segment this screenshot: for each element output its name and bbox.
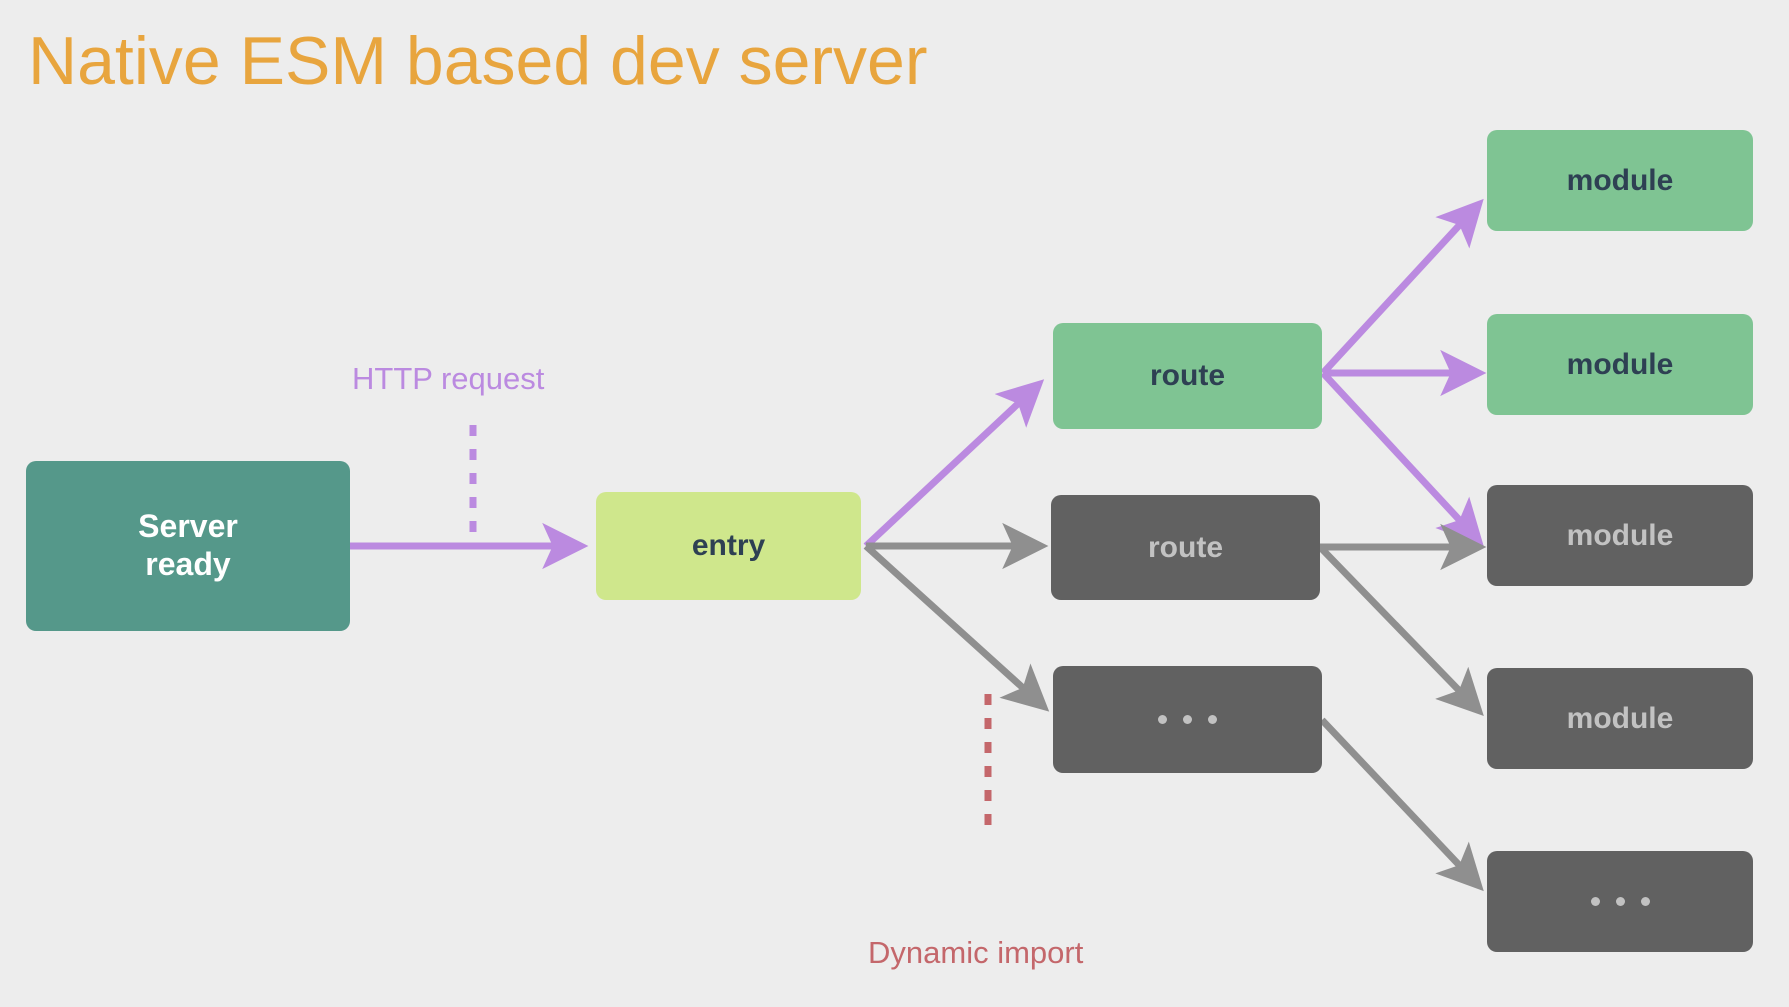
- node-module-4[interactable]: module: [1487, 668, 1753, 769]
- node-module-1-label: module: [1566, 163, 1674, 197]
- node-route-ellipsis[interactable]: [1053, 666, 1322, 773]
- edge-entry-to-route-active: [863, 379, 1045, 549]
- node-route-active-label: route: [1150, 359, 1225, 393]
- label-dynamic-import-line1: Dynamic import: [868, 935, 1084, 971]
- label-dynamic-import: Dynamic import (code split point): [868, 854, 1095, 1007]
- node-route-inactive[interactable]: route: [1051, 495, 1320, 600]
- node-route-active[interactable]: route: [1053, 323, 1322, 429]
- node-module-ellipsis[interactable]: [1487, 851, 1753, 952]
- edge-entry-to-route-ellipsis: [863, 543, 1050, 712]
- page-title: Native ESM based dev server: [28, 23, 928, 99]
- node-module-3[interactable]: module: [1487, 485, 1753, 586]
- node-module-2-label: module: [1566, 347, 1674, 381]
- ellipsis-icon: [1158, 715, 1217, 724]
- edge-route-active-to-module-1: [1320, 198, 1484, 376]
- edge-route-ellipsis-to-module-ellipsis: [1319, 717, 1484, 892]
- node-entry[interactable]: entry: [596, 492, 861, 600]
- label-http-request: HTTP request: [352, 361, 545, 396]
- node-module-4-label: module: [1566, 701, 1674, 735]
- node-server-ready-line2: ready: [145, 546, 231, 582]
- edge-route-inactive-to-module-4: [1317, 544, 1484, 717]
- node-entry-label: entry: [691, 529, 766, 563]
- node-server-ready[interactable]: Server ready: [26, 461, 350, 631]
- node-server-ready-line1: Server: [138, 508, 238, 545]
- node-module-1[interactable]: module: [1487, 130, 1753, 231]
- edge-route-active-to-module-3: [1320, 370, 1484, 547]
- ellipsis-icon: [1590, 897, 1650, 906]
- node-module-3-label: module: [1566, 518, 1674, 552]
- node-route-inactive-label: route: [1148, 530, 1223, 564]
- node-module-2[interactable]: module: [1487, 314, 1753, 415]
